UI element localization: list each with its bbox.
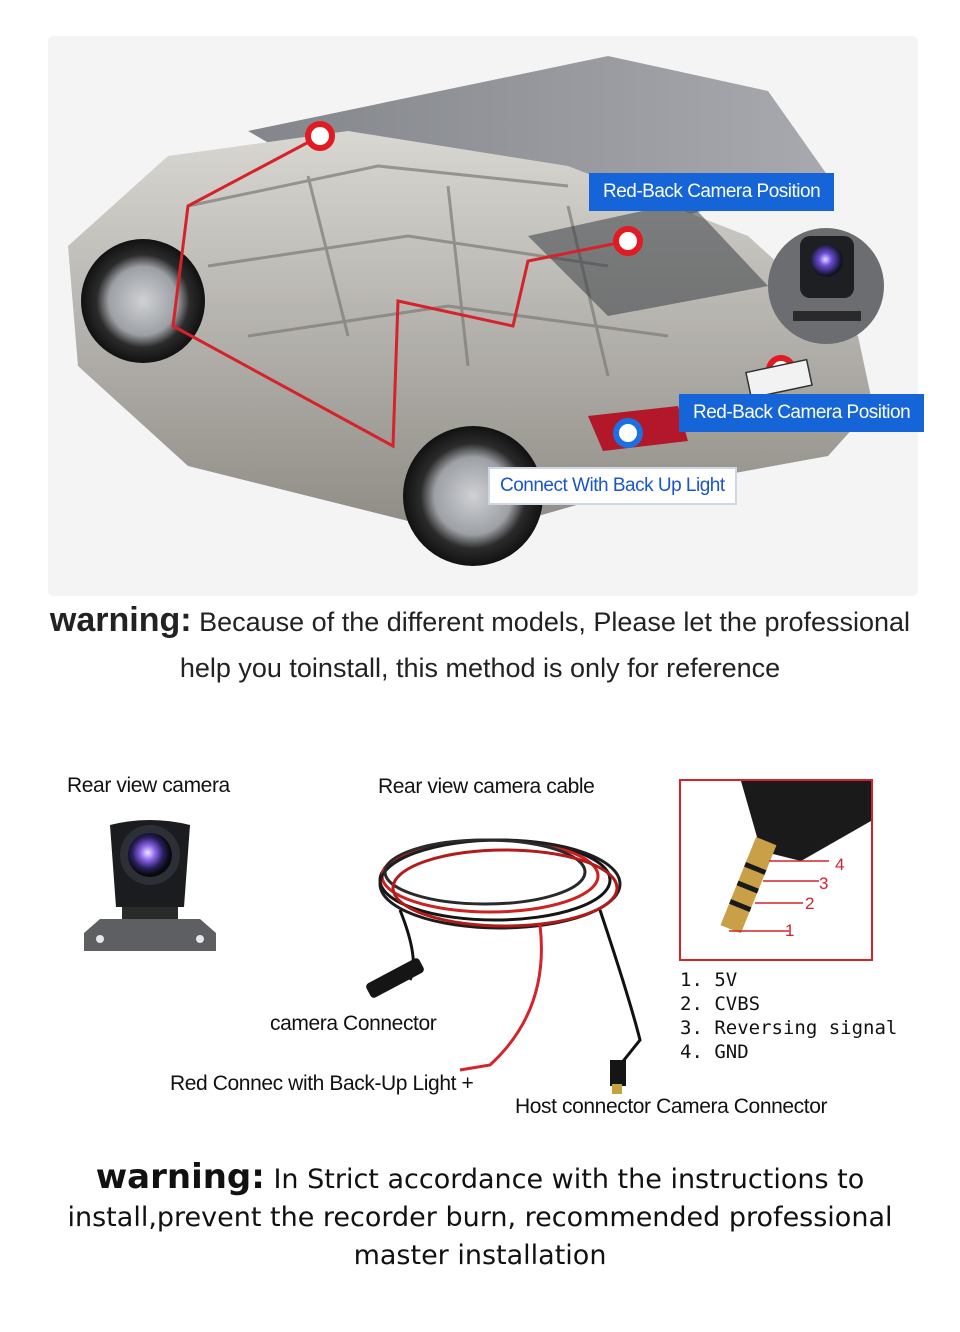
pin-number-4: 4	[835, 855, 845, 874]
warning-bottom-line2: install,prevent the recorder burn, recom…	[67, 1202, 893, 1233]
pin-list-item: 1. 5V	[680, 969, 738, 991]
host-connector-label: Host connector Camera Connector	[515, 1095, 828, 1118]
car-cutaway-image	[68, 56, 884, 566]
pin-list-item: 3. Reversing signal	[680, 1017, 898, 1039]
warning-bottom-line1: In Strict accordance with the instructio…	[273, 1164, 865, 1195]
callout-red-back-camera-position-1: Red-Back Camera Position	[589, 173, 835, 211]
connector-pin-diagram: 4 3 2 1	[679, 779, 873, 961]
warning-top-line2: help you toinstall, this method is only …	[179, 653, 781, 683]
jack-plug-image	[720, 781, 871, 934]
pin-number-2: 2	[805, 894, 815, 913]
warning-top-line1: Because of the different models, Please …	[199, 607, 911, 637]
warning-top: warning: Because of the different models…	[0, 597, 960, 691]
camera-cable-image	[366, 838, 642, 1094]
warning-top-label: warning:	[49, 601, 192, 639]
pin-list: 1. 5V 2. CVBS 3. Reversing signal 4. GND	[680, 968, 897, 1064]
rear-view-camera-cable-label: Rear view camera cable	[378, 775, 595, 798]
rear-view-camera-label: Rear view camera	[67, 774, 230, 797]
pin-list-item: 2. CVBS	[680, 993, 761, 1015]
warning-bottom-label: warning:	[95, 1157, 265, 1197]
pin-number-1: 1	[785, 921, 795, 940]
red-connec-label: Red Connec with Back-Up Light +	[170, 1072, 474, 1095]
warning-bottom-line3: master installation	[353, 1240, 607, 1271]
car-illustration	[48, 36, 918, 596]
callout-red-back-camera-position-2: Red-Back Camera Position	[679, 394, 925, 432]
pin-list-item: 4. GND	[680, 1041, 749, 1063]
pin-number-3: 3	[819, 874, 829, 893]
warning-bottom: warning: In Strict accordance with the i…	[0, 1158, 960, 1275]
rear-camera-image	[84, 820, 216, 951]
camera-connector-label: camera Connector	[270, 1012, 437, 1035]
callout-connect-back-up-light: Connect With Back Up Light	[488, 467, 737, 505]
